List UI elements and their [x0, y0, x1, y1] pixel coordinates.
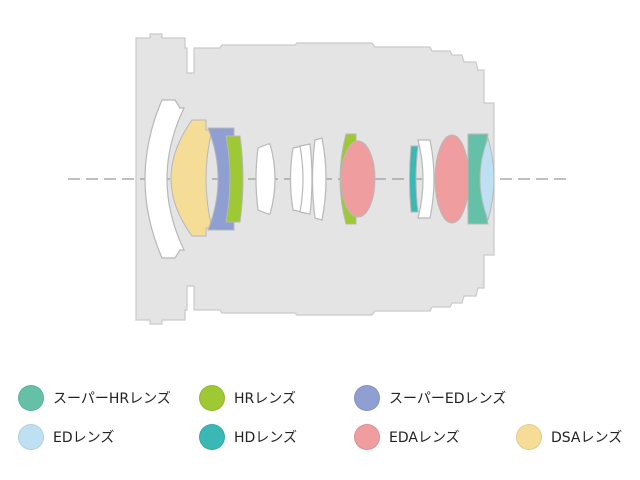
lens-element-ed [479, 136, 495, 222]
legend-item-super-ed: スーパーEDレンズ [354, 384, 506, 412]
legend-item-dsa: DSAレンズ [516, 423, 622, 451]
legend-label-super-ed: スーパーEDレンズ [389, 391, 507, 407]
legend-item-eda: EDAレンズ [354, 423, 460, 451]
legend-item-ed: EDレンズ [18, 423, 114, 451]
legend-label-super-hr: スーパーHRレンズ [53, 391, 171, 407]
lens-cross-section-diagram [68, 33, 570, 325]
lens-element-eda-rear [434, 134, 470, 224]
lens-element-front-meniscus [144, 99, 185, 259]
legend-label-eda: EDAレンズ [389, 430, 460, 446]
legend-swatch-dsa [516, 424, 542, 450]
legend-swatch-hr [199, 385, 225, 411]
lens-element-plain-5 [417, 139, 435, 219]
lens-element-plain-1 [255, 143, 276, 215]
lens-element-plain-4 [311, 137, 327, 221]
legend-swatch-hd [199, 424, 225, 450]
legend-swatch-eda [354, 424, 380, 450]
lens-element-dsa [170, 119, 213, 237]
legend-label-hr: HRレンズ [234, 391, 296, 407]
lens-element-hd [409, 145, 419, 213]
legend-swatch-ed [18, 424, 44, 450]
legend-label-hd: HDレンズ [234, 430, 298, 446]
legend-item-super-hr: スーパーHRレンズ [18, 384, 171, 412]
lens-element-eda-middle [340, 140, 376, 218]
legend-swatch-super-ed [354, 385, 380, 411]
legend-swatch-super-hr [18, 385, 44, 411]
legend-label-dsa: DSAレンズ [551, 430, 623, 446]
lens-element-hr-front [225, 135, 244, 223]
lens-element-super-ed [207, 127, 235, 231]
legend-item-hr: HRレンズ [199, 384, 296, 412]
legend-label-ed: EDレンズ [53, 430, 115, 446]
legend-item-hd: HDレンズ [199, 423, 297, 451]
lens-element-plain-3 [299, 143, 313, 215]
